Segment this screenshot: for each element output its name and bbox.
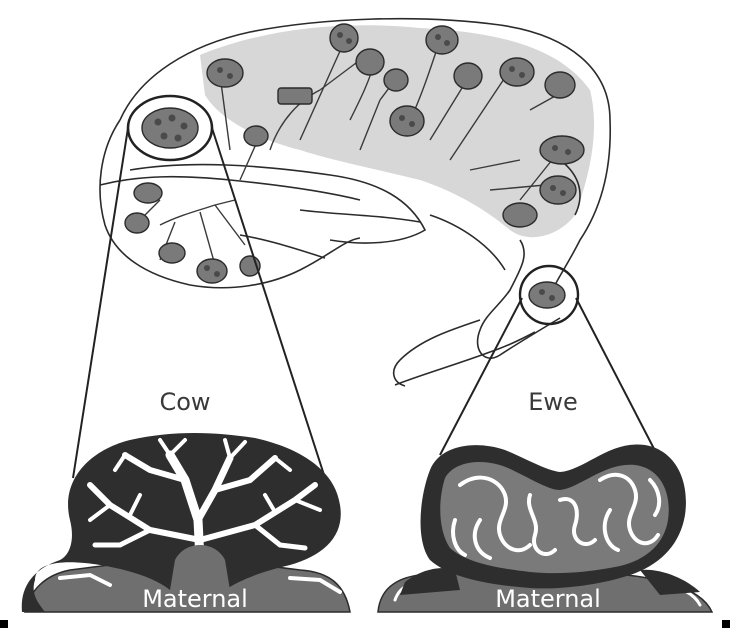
cotyledon-icon — [244, 126, 268, 146]
cotyledon-icon — [545, 72, 575, 98]
cotyledon-icon — [384, 69, 408, 91]
corner-mark-left — [0, 620, 8, 628]
cow-label: Cow — [159, 388, 210, 416]
cotyledon-icon — [278, 88, 312, 104]
cotyledon-icon — [540, 136, 584, 164]
cotyledon-icon — [500, 58, 534, 86]
cotyledon-icon — [207, 59, 243, 87]
maternal-label-left: Maternal — [142, 585, 248, 613]
corner-mark-right — [722, 620, 730, 628]
ewe-label: Ewe — [528, 388, 578, 416]
cotyledon-icon — [159, 243, 185, 263]
maternal-label-right: Maternal — [495, 585, 601, 613]
cotyledon-icon — [134, 183, 162, 203]
cotyledon-icon — [426, 26, 458, 54]
cotyledon-icon — [390, 106, 424, 136]
cotyledon-icon — [197, 259, 227, 283]
cotyledon-icon — [503, 203, 537, 227]
cotyledon-icon — [454, 63, 482, 89]
cotyledon-icon — [125, 213, 149, 233]
cotyledon-icon — [330, 24, 358, 52]
magnify-ring-icon — [128, 96, 212, 160]
cotyledon-icon — [540, 176, 576, 204]
cotyledon-icon — [529, 282, 565, 308]
cotyledon-icon — [356, 49, 384, 75]
